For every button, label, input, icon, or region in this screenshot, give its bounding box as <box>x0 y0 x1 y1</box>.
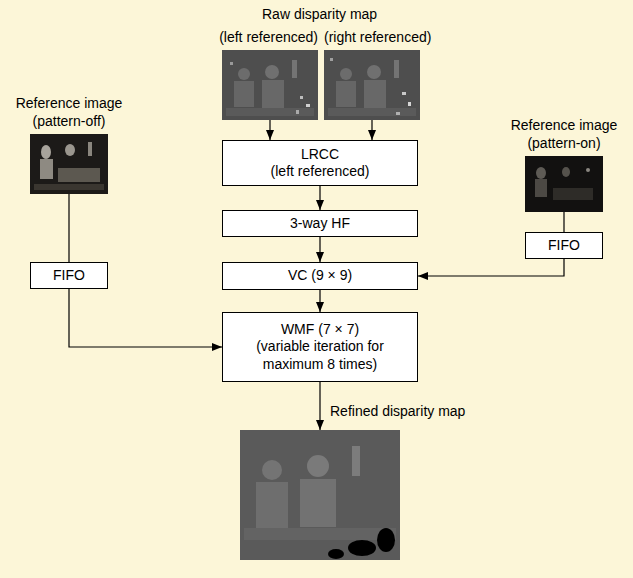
box-text: FIFO <box>548 237 580 254</box>
figure-head <box>367 65 381 79</box>
image-frame: (left referenced) <box>222 50 318 120</box>
hole-blob <box>348 540 376 556</box>
flow-arrow <box>68 194 69 262</box>
image-caption: Refined disparity map <box>330 403 465 421</box>
process-box: VC (9 × 9) <box>222 262 418 290</box>
table <box>34 184 104 190</box>
flow-arrow <box>69 289 222 347</box>
speckle <box>330 58 333 61</box>
speckle <box>306 104 310 107</box>
pattern-on-picture <box>525 156 603 212</box>
raised-hand <box>88 142 92 156</box>
process-box: WMF (7 × 7)(variable iteration for maxim… <box>222 312 418 382</box>
reference-image <box>525 156 603 212</box>
figure-head <box>238 68 250 80</box>
image-frame: (right referenced) <box>324 50 420 120</box>
hole-blob <box>328 549 344 559</box>
reference-image <box>30 134 108 194</box>
refined-image <box>240 430 400 560</box>
refined-picture <box>240 430 400 560</box>
raised-hand <box>292 60 297 78</box>
flow-arrow <box>319 382 320 430</box>
image-frame: Reference image (pattern-on) <box>525 156 603 212</box>
speckle <box>402 92 406 95</box>
image-caption: (right referenced) <box>324 29 431 47</box>
table-edge <box>244 528 396 540</box>
figure-head <box>340 68 352 80</box>
raised-hand <box>394 60 399 78</box>
flow-arrow <box>319 186 320 210</box>
figure-body <box>256 482 288 528</box>
statue-head <box>41 145 51 159</box>
pattern-off-picture <box>30 134 108 194</box>
speckle <box>230 62 233 65</box>
box-text: 3-way HF <box>290 215 350 232</box>
raised-hand <box>352 446 360 476</box>
flow-arrow <box>418 259 564 276</box>
statue-head <box>65 144 75 156</box>
process-box: FIFO <box>30 262 108 289</box>
figure-body <box>364 80 386 108</box>
speckle <box>300 96 303 99</box>
flow-arrow <box>371 120 372 140</box>
box-text: (variable iteration for maximum 8 times) <box>229 338 411 372</box>
process-box: LRCC(left referenced) <box>222 140 418 186</box>
statue-head <box>562 167 570 177</box>
sofa <box>553 188 593 200</box>
figure-head <box>307 455 329 477</box>
statue-head <box>536 167 546 179</box>
light-dot <box>586 168 590 172</box>
figure-body <box>300 479 336 527</box>
statue-body <box>535 179 547 197</box>
image-caption: Reference image (pattern-off) <box>9 95 129 130</box>
right-disparity-picture <box>324 50 420 120</box>
flow-arrow <box>269 120 270 140</box>
statue-body <box>40 159 53 179</box>
box-text: (left referenced) <box>271 163 370 180</box>
box-text: WMF (7 × 7) <box>281 321 359 338</box>
flow-arrow <box>563 212 564 232</box>
image-caption: Reference image (pattern-on) <box>504 117 624 152</box>
box-text: FIFO <box>53 267 85 284</box>
figure-head <box>265 65 279 79</box>
table-edge <box>226 108 314 116</box>
box-text: VC (9 × 9) <box>288 267 352 284</box>
figure-body <box>262 80 284 108</box>
figure-head <box>262 460 282 480</box>
flow-arrow <box>319 290 320 312</box>
sofa <box>58 168 100 182</box>
disparity-image <box>222 50 318 120</box>
speckle <box>296 110 299 114</box>
heading-label: Raw disparity map <box>262 6 377 24</box>
flow-arrow <box>319 237 320 262</box>
process-box: FIFO <box>525 232 603 259</box>
left-disparity-picture <box>222 50 318 120</box>
speckle <box>396 112 400 115</box>
figure-body <box>336 81 356 107</box>
image-frame: Reference image (pattern-off) <box>30 134 108 194</box>
process-box: 3-way HF <box>222 210 418 237</box>
table-edge <box>328 108 416 116</box>
disparity-image <box>324 50 420 120</box>
image-frame: Refined disparity map <box>240 430 400 560</box>
hole-blob <box>377 528 395 552</box>
box-text: LRCC <box>301 146 339 163</box>
speckle <box>408 102 411 106</box>
figure-body <box>234 81 254 107</box>
image-caption: (left referenced) <box>219 29 318 47</box>
